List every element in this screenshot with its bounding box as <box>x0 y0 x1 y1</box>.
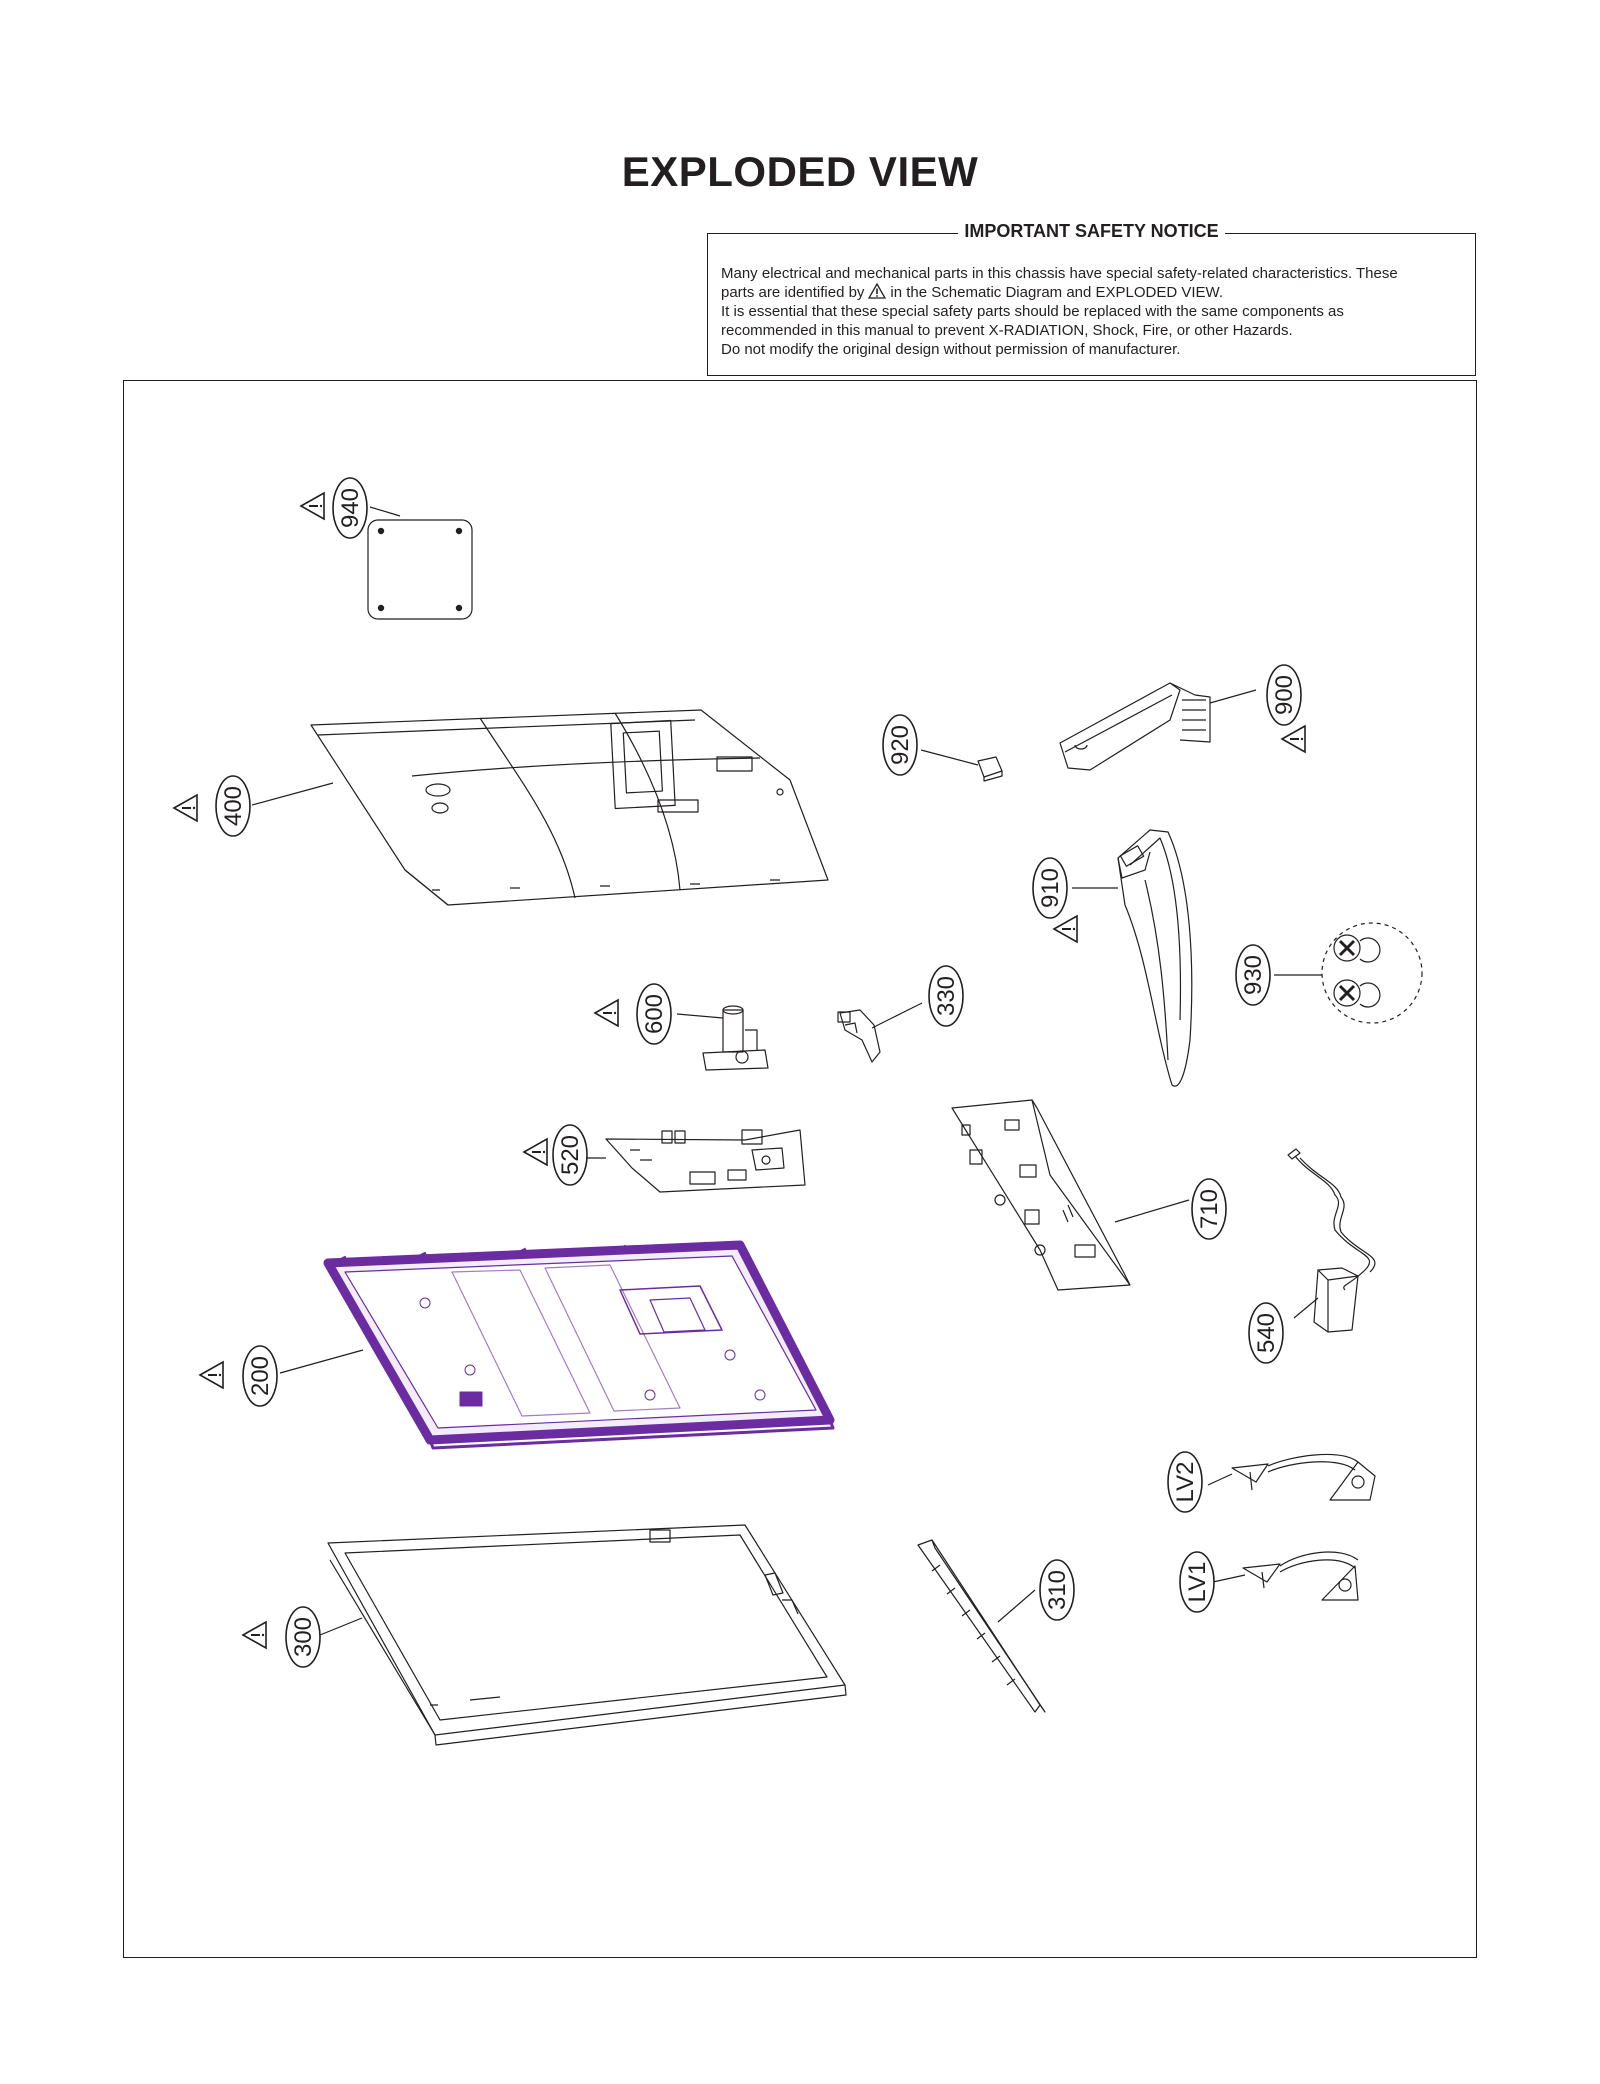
warning-icon-300 <box>242 1621 267 1649</box>
svg-text:300: 300 <box>290 1617 317 1657</box>
svg-text:930: 930 <box>1240 955 1267 995</box>
safety-notice-box: IMPORTANT SAFETY NOTICE Many electrical … <box>707 221 1476 376</box>
notice-line-2-end: in the Schematic Diagram and EXPLODED VI… <box>890 284 1224 301</box>
part-300-drawing <box>327 1524 847 1746</box>
safety-notice-title: IMPORTANT SAFETY NOTICE <box>958 221 1225 241</box>
part-930-drawing <box>1321 922 1423 1024</box>
callout-310: 310 <box>1039 1559 1075 1621</box>
callout-940: 940 <box>332 477 368 539</box>
warning-icon-600 <box>594 999 619 1027</box>
warning-icon-900 <box>1281 725 1306 753</box>
svg-text:200: 200 <box>247 1356 274 1396</box>
part-520-drawing <box>605 1129 806 1193</box>
svg-text:520: 520 <box>557 1135 584 1175</box>
svg-text:900: 900 <box>1271 675 1298 715</box>
svg-text:940: 940 <box>337 488 364 528</box>
notice-line-1: Many electrical and mechanical parts in … <box>721 265 1398 282</box>
warning-icon-940 <box>300 492 325 520</box>
part-200-drawing <box>323 1240 835 1450</box>
warning-icon-400 <box>173 794 198 822</box>
notice-line-2: parts are identified by in the Schematic … <box>721 283 1462 302</box>
notice-line-4: recommended in this manual to prevent X-… <box>721 322 1293 339</box>
safety-warning-icon <box>868 283 887 299</box>
diagram-frame <box>123 380 1477 1958</box>
svg-text:LV1: LV1 <box>1184 1562 1211 1603</box>
notice-line-3: It is essential that these special safet… <box>721 303 1344 320</box>
svg-text:400: 400 <box>220 786 247 826</box>
part-940-drawing <box>367 519 473 620</box>
callout-910: 910 <box>1032 857 1068 919</box>
callout-710: 710 <box>1191 1178 1227 1240</box>
svg-text:LV2: LV2 <box>1172 1462 1199 1503</box>
svg-text:920: 920 <box>887 725 914 765</box>
callout-930: 930 <box>1235 944 1271 1006</box>
callout-520: 520 <box>552 1124 588 1186</box>
part-330-drawing <box>837 1009 881 1063</box>
callout-540: 540 <box>1248 1302 1284 1364</box>
part-710-drawing <box>951 1099 1131 1291</box>
part-lv1-drawing <box>1242 1551 1359 1601</box>
warning-icon-520 <box>523 1138 548 1166</box>
part-900-drawing <box>1059 682 1211 771</box>
page-title: EXPLODED VIEW <box>621 148 979 195</box>
part-lv2-drawing <box>1231 1453 1376 1501</box>
leader-lines <box>251 506 1322 1636</box>
svg-text:540: 540 <box>1253 1313 1280 1353</box>
part-920-drawing <box>977 756 1003 782</box>
warning-icon-200 <box>199 1361 224 1389</box>
part-910-drawing <box>1117 829 1193 1087</box>
callout-920: 920 <box>882 714 918 776</box>
callout-200: 200 <box>242 1345 278 1407</box>
safety-marks <box>173 492 1306 1649</box>
callout-lv2: LV2 <box>1167 1451 1203 1513</box>
callout-300: 300 <box>285 1606 321 1668</box>
warning-icon-910 <box>1053 915 1078 943</box>
callout-900: 900 <box>1266 664 1302 726</box>
safety-notice-body: Many electrical and mechanical parts in … <box>721 264 1462 359</box>
callout-400: 400 <box>215 775 251 837</box>
callouts: 940 400 920 900 910 930 600 330 <box>215 477 1302 1668</box>
part-400-drawing <box>310 709 829 906</box>
notice-line-5: Do not modify the original design withou… <box>721 341 1181 358</box>
callout-600: 600 <box>636 983 672 1045</box>
svg-text:310: 310 <box>1044 1570 1071 1610</box>
svg-text:710: 710 <box>1196 1189 1223 1229</box>
part-600-drawing <box>702 1005 769 1071</box>
notice-line-2-start: parts are identified by <box>721 284 865 301</box>
callout-lv1: LV1 <box>1179 1551 1215 1613</box>
part-310-drawing <box>917 1539 1046 1713</box>
svg-text:910: 910 <box>1037 868 1064 908</box>
part-540-drawing <box>1287 1148 1376 1333</box>
svg-text:330: 330 <box>933 976 960 1016</box>
svg-text:600: 600 <box>641 994 668 1034</box>
callout-330: 330 <box>928 965 964 1027</box>
